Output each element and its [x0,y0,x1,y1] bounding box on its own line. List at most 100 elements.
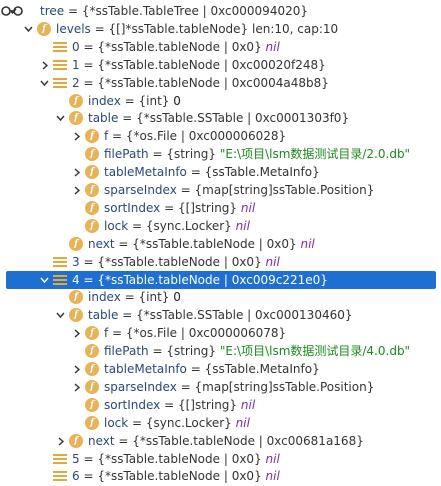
tree-row[interactable]: 3 = {*ssTable.tableNode | 0x0} nil [0,253,441,271]
chevron-right-icon[interactable] [70,127,82,145]
variable-type: {*ssTable.tableNode | 0x0} [132,236,297,251]
equals-sign: = [79,272,98,287]
tree-row[interactable]: 5 = {*ssTable.tableNode | 0x0} nil [0,450,441,468]
variable-value: "E:\项目\lsm数据测试目录/4.0.db" [219,344,411,359]
equals-sign: = [118,111,137,126]
tree-row[interactable]: 1 = {*ssTable.tableNode | 0xc00020f248} [0,56,441,74]
equals-sign: = [79,57,98,72]
chevron-right-icon[interactable] [70,163,82,181]
field-f-icon: f [69,308,83,323]
tree-row-text: levels = {[]*ssTable.tableNode} len:10, … [56,20,338,38]
field-f-icon: f [85,147,99,162]
field-f-icon: f [85,344,99,359]
tree-row-text: lock = {sync.Locker} nil [104,217,250,235]
array-element-icon [53,256,67,271]
chevron-right-icon[interactable] [70,360,82,378]
variable-type: {sync.Locker} [145,218,232,233]
tree-row-text: sortIndex = {[]string} nil [104,199,255,217]
chevron-right-icon[interactable] [70,181,82,199]
equals-sign: = [186,362,205,376]
tree-row-text: 3 = {*ssTable.tableNode | 0x0} nil [72,253,280,271]
tree-row-text: filePath = {string} "E:\项目\lsm数据测试目录/4.0… [104,342,410,360]
variable-value: 0 [173,93,181,108]
variable-name: 1 [72,57,80,72]
equals-sign: = [128,415,146,430]
variable-name: lock [104,415,129,430]
field-f-icon: f [85,397,99,412]
variable-value: nil [240,397,256,412]
tree-row-text: tableMetaInfo = {ssTable.MetaInfo} [104,360,320,378]
variable-type: {string} [166,344,217,359]
variable-value: nil [265,469,280,484]
tree-row-text: index = {int} 0 [88,92,181,110]
equals-sign: = [128,218,146,233]
chevron-down-icon[interactable] [38,271,50,289]
tree-row[interactable]: f index = {int} 0 [0,92,441,110]
field-f-icon: f [69,236,83,251]
tree-row[interactable]: f tableMetaInfo = {ssTable.MetaInfo} [0,360,441,378]
variable-name: f [104,326,109,341]
tree-row-text: index = {int} 0 [88,288,181,306]
chevron-down-icon[interactable] [22,20,34,38]
tree-row-text: 1 = {*ssTable.tableNode | 0xc00020f248} [72,56,326,74]
variable-type: {string} [166,147,217,162]
field-f-icon: f [69,93,83,108]
tree-row[interactable]: f filePath = {string} "E:\项目\lsm数据测试目录/2.… [0,145,441,163]
tree-row[interactable]: f sortIndex = {[]string} nil [0,199,441,217]
field-f-icon: f [69,433,83,448]
variable-type: {*os.File | 0xc000006078} [125,326,287,341]
field-f-icon: f [37,21,51,36]
equals-sign: = [79,254,98,269]
field-f-icon: f [85,165,99,180]
variable-type: {*ssTable.tableNode | 0x0} [97,39,262,54]
field-f-icon: f [85,415,99,430]
equals-sign: = [90,21,109,36]
variable-value: "E:\项目\lsm数据测试目录/2.0.db" [219,147,411,162]
chevron-right-icon[interactable] [38,56,50,74]
field-f-icon: f [85,362,99,376]
variable-name: levels [56,21,91,36]
variable-name: sortIndex [104,200,161,215]
variable-type: {*ssTable.tableNode | 0xc00020f248} [97,57,326,72]
chevron-down-icon[interactable] [38,74,50,92]
chevron-right-icon[interactable] [70,378,82,396]
chevron-down-icon[interactable] [54,306,66,324]
tree-row-text: filePath = {string} "E:\项目\lsm数据测试目录/2.0… [104,145,410,163]
variable-type: {int} [138,290,170,305]
equals-sign: = [118,308,137,323]
variable-type: {map[string]ssTable.Position} [194,379,375,394]
chevron-down-icon[interactable] [54,109,66,127]
tree-row[interactable]: 0 = {*ssTable.tableNode | 0x0} nil [0,38,441,56]
tree-row[interactable]: f filePath = {string} "E:\项目\lsm数据测试目录/4.… [0,342,441,360]
chevron-right-icon[interactable] [70,324,82,342]
variable-name: table [88,111,119,126]
chevron-right-icon[interactable] [54,432,66,450]
tree-row-text: tree = {*ssTable.TableTree | 0xc00009402… [40,2,308,20]
tree-row[interactable]: 4 = {*ssTable.tableNode | 0xc009c221e0} [6,270,436,289]
equals-sign: = [186,165,205,180]
variable-type: {*ssTable.tableNode | 0x0} [97,451,262,466]
equals-sign: = [79,75,98,90]
variable-name: lock [104,218,129,233]
tree-row[interactable]: 6 = {*ssTable.tableNode | 0x0} nil [0,467,441,485]
variable-type: {*ssTable.tableNode | 0x0} [97,254,262,269]
tree-row[interactable]: f levels = {[]*ssTable.tableNode} len:10,… [0,20,441,38]
field-f-icon: f [85,200,99,215]
tree-row[interactable]: tree = {*ssTable.TableTree | 0xc00009402… [0,2,441,20]
variable-name: 6 [72,469,80,484]
tree-row[interactable]: 2 = {*ssTable.tableNode | 0xc0004a48b8} [0,74,441,92]
variable-name: 4 [72,272,80,287]
